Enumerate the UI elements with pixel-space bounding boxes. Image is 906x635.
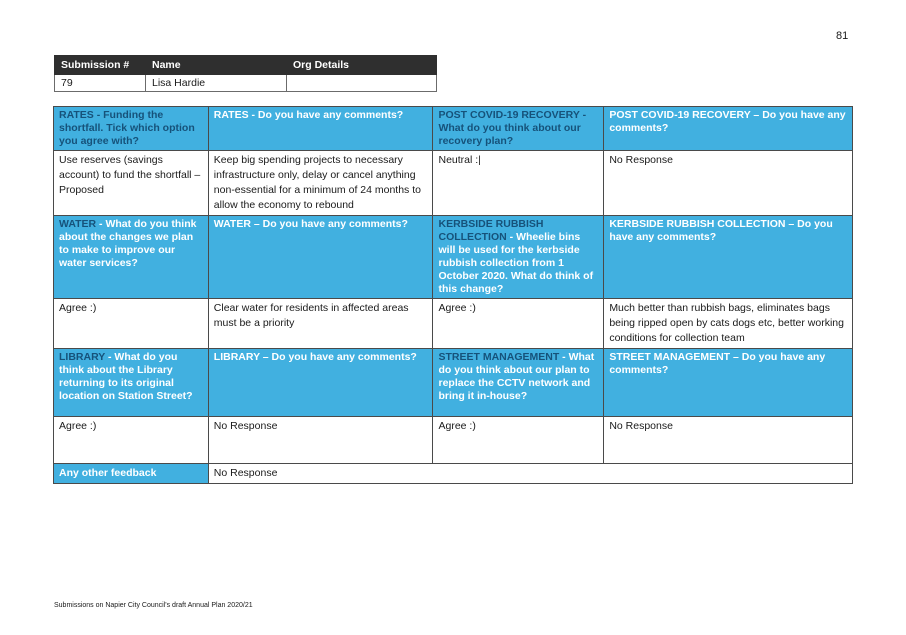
other-feedback-value: No Response [207, 463, 854, 484]
answer-kerbside: Agree :) [432, 298, 605, 349]
question-covid-recovery: POST COVID-19 RECOVERY - What do you thi… [432, 106, 605, 151]
feedback-table: RATES - Funding the shortfall. Tick whic… [53, 106, 854, 484]
name-value: Lisa Hardie [145, 74, 287, 92]
question-row: LIBRARY - What do you think about the Li… [53, 348, 853, 417]
question-street-management-comments: STREET MANAGEMENT – Do you have any comm… [603, 348, 853, 417]
other-feedback-row: Any other feedback No Response [53, 463, 854, 484]
answer-street-management-comments: No Response [603, 416, 853, 464]
submission-value-row: 79 Lisa Hardie [54, 74, 437, 92]
question-rates-comments: RATES - Do you have any comments? [207, 106, 434, 151]
question-water: WATER - What do you think about the chan… [53, 215, 209, 299]
org-details-value [286, 74, 437, 92]
answer-library-comments: No Response [207, 416, 434, 464]
answer-water: Agree :) [53, 298, 209, 349]
submission-number-header: Submission # [54, 55, 146, 75]
name-header: Name [145, 55, 287, 75]
answer-rates-comments: Keep big spending projects to necessary … [207, 150, 434, 216]
question-text: KERBSIDE RUBBISH COLLECTION – Do you hav… [609, 218, 833, 243]
other-feedback-label-text: Any other feedback [59, 467, 157, 479]
submission-header-row: Submission # Name Org Details [54, 55, 437, 75]
answer-street-management: Agree :) [432, 416, 605, 464]
question-kerbside-comments: KERBSIDE RUBBISH COLLECTION – Do you hav… [603, 215, 853, 299]
other-feedback-label: Any other feedback [53, 463, 209, 484]
answer-covid-comments: No Response [603, 150, 853, 216]
answer-water-comments: Clear water for residents in affected ar… [207, 298, 434, 349]
question-kerbside: KERBSIDE RUBBISH COLLECTION - Wheelie bi… [432, 215, 605, 299]
question-highlight: STREET MANAGEMENT [438, 351, 560, 363]
question-text: - What do you think about the Library re… [59, 351, 193, 402]
question-library: LIBRARY - What do you think about the Li… [53, 348, 209, 417]
question-text: - What do you think about our plan to re… [438, 351, 595, 402]
answer-library: Agree :) [53, 416, 209, 464]
answer-covid-recovery: Neutral :| [432, 150, 605, 216]
question-text: - Wheelie bins will be used for the kerb… [438, 231, 594, 295]
question-highlight: LIBRARY [59, 351, 106, 363]
question-highlight: RATES - Funding the shortfall. Tick whic… [59, 109, 195, 147]
question-text: - What do you think about the changes we… [59, 218, 197, 269]
question-row: WATER - What do you think about the chan… [53, 215, 853, 299]
question-highlight: KERBSIDE RUBBISH COLLECTION [438, 218, 544, 243]
question-street-management: STREET MANAGEMENT - What do you think ab… [432, 348, 605, 417]
question-text: POST COVID-19 RECOVERY – Do you have any… [609, 109, 846, 134]
question-text: LIBRARY – Do you have any comments? [213, 351, 417, 363]
question-library-comments: LIBRARY – Do you have any comments? [207, 348, 434, 417]
answer-kerbside-comments: Much better than rubbish bags, eliminate… [603, 298, 853, 349]
answer-row: Use reserves (savings account) to fund t… [53, 150, 853, 216]
submission-table: Submission # Name Org Details 79 Lisa Ha… [54, 55, 437, 92]
question-text: RATES - Do you have any comments? [213, 109, 404, 121]
question-highlight: WATER [59, 218, 97, 230]
answer-row: Agree :) No Response Agree :) No Respons… [53, 416, 853, 464]
answer-rates-option: Use reserves (savings account) to fund t… [53, 150, 209, 216]
question-water-comments: WATER – Do you have any comments? [207, 215, 434, 299]
question-text: WATER – Do you have any comments? [213, 218, 408, 230]
document-footer: Submissions on Napier City Council's dra… [54, 602, 253, 609]
question-highlight: POST COVID-19 RECOVERY - What do you thi… [438, 109, 587, 147]
question-row: RATES - Funding the shortfall. Tick whic… [53, 106, 853, 151]
question-covid-comments: POST COVID-19 RECOVERY – Do you have any… [603, 106, 853, 151]
question-rates-option: RATES - Funding the shortfall. Tick whic… [53, 106, 209, 151]
answer-row: Agree :) Clear water for residents in af… [53, 298, 853, 349]
org-details-header: Org Details [286, 55, 437, 75]
question-text: STREET MANAGEMENT – Do you have any comm… [609, 351, 826, 376]
submission-number-value: 79 [54, 74, 146, 92]
page-number: 81 [836, 30, 849, 42]
